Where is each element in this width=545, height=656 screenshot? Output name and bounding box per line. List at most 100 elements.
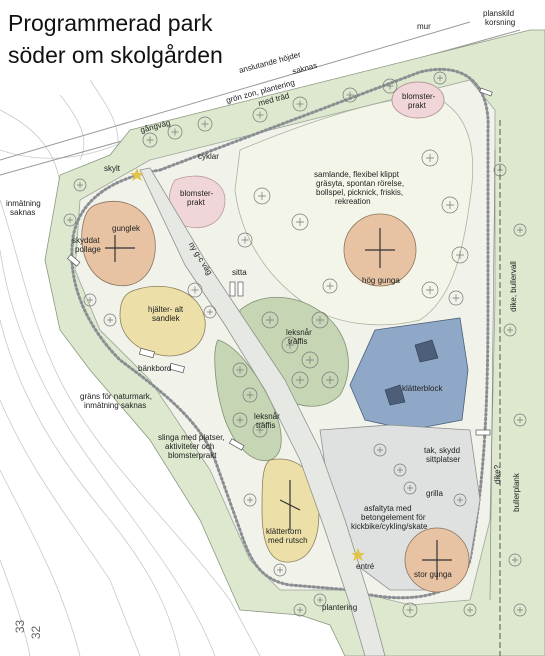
gunglek-area (81, 201, 156, 287)
star-icons (130, 168, 365, 561)
tree-cross-icon (296, 218, 304, 226)
label-blomster-top-1: blomster- (402, 92, 436, 101)
tree-cross-icon (191, 286, 199, 294)
tree-cross-icon (437, 75, 443, 81)
label-leksnar-2-1: leksnår (254, 412, 280, 421)
tree-cross-icon (258, 192, 266, 200)
tree-icon (83, 293, 97, 307)
tree-icon (321, 371, 339, 389)
page-title-line-1: Programmerad park (8, 10, 213, 36)
label-inmatning-2: saknas (10, 208, 36, 217)
tree-cross-icon (67, 217, 73, 223)
label-asfalt-3: kickbike/cykling/skate (351, 522, 428, 531)
label-tak-2: sittplatser (426, 455, 461, 464)
tree-icon (291, 371, 309, 389)
tree-icon (232, 412, 248, 428)
label-open-3: bollspel, picknick, friskis, (316, 188, 404, 197)
klatterblock-area (349, 317, 469, 431)
dike-line (489, 149, 496, 601)
tree-cross-icon (107, 317, 113, 323)
label-dike: dike? (493, 464, 503, 485)
tree-icon (503, 323, 517, 337)
tree-icon (342, 87, 358, 103)
label-cyklar: cyklar (198, 152, 219, 161)
flower-bed-top (391, 81, 445, 119)
tree-cross-icon (512, 557, 518, 563)
tree-icon (273, 563, 287, 577)
tree-cross-icon (346, 91, 354, 99)
tree-cross-icon (247, 497, 253, 503)
label-open-2: gräsyta, spontan rörelse, (316, 179, 405, 188)
tree-icon (373, 443, 387, 457)
tree-icon (421, 281, 439, 299)
label-plantering: plantering (322, 603, 358, 612)
label-grans-2: inmätning saknas (84, 401, 147, 410)
label-mur: mur (417, 22, 431, 31)
label-planskild-2: korsning (485, 18, 516, 27)
label-bullerplank: bullerplank (511, 473, 521, 512)
terrain-contours (0, 79, 261, 656)
tree-icon (252, 107, 268, 123)
tree-cross-icon (241, 236, 249, 244)
tree-cross-icon (171, 128, 179, 136)
tree-cross-icon (146, 136, 154, 144)
tree-cross-icon (201, 120, 209, 128)
tree-cross-icon (407, 485, 413, 491)
page-title-line-2: söder om skolgården (8, 42, 223, 68)
label-grans-1: gräns för naturmark, (80, 392, 153, 401)
tree-icon (402, 602, 418, 618)
tree-icon (253, 187, 271, 205)
label-hjaltar-2: sandlek (152, 314, 180, 323)
tree-icon (261, 311, 279, 329)
label-tak-1: tak, skydd (424, 446, 461, 455)
tree-cross-icon (286, 341, 294, 349)
tree-cross-icon (426, 286, 434, 294)
label-slinga-2: aktiviteter och (165, 442, 215, 451)
tree-icon (421, 149, 439, 167)
tree-cross-icon (256, 426, 264, 434)
label-dike-bullervall: dike, bullervall (508, 261, 518, 312)
tree-icon (252, 422, 268, 438)
tree-cross-icon (316, 316, 324, 324)
label-grilla: grilla (426, 489, 443, 498)
tree-icon (73, 178, 87, 192)
label-skyddat-2: pollage (75, 245, 101, 254)
tree-cross-icon (87, 297, 93, 303)
label-skyddat-1: skyddat (72, 236, 100, 245)
label-leksnar-1-2: träffis (288, 337, 308, 346)
tree-cross-icon (306, 356, 314, 364)
tree-icon (433, 71, 447, 85)
label-asfalt-1: asfaltyta med (364, 504, 412, 513)
label-asfalt-2: betongelement för (361, 513, 426, 522)
label-sitta: sitta (232, 268, 247, 277)
tree-icon (243, 493, 257, 507)
tree-cross-icon (507, 327, 513, 333)
tree-icon (301, 351, 319, 369)
tree-cross-icon (377, 447, 383, 453)
tree-icon (508, 553, 522, 567)
label-open-4: rekreation (335, 197, 371, 206)
tree-cross-icon (256, 111, 264, 119)
label-planskild-1: planskild (483, 9, 515, 18)
tree-icon (197, 116, 213, 132)
tree-cross-icon (426, 154, 434, 162)
label-klattertorn-2: med rutsch (268, 536, 308, 545)
label-bankbord: bänkbord (138, 364, 172, 373)
tree-cross-icon (317, 597, 323, 603)
label-leksnar-2-2: träffis (256, 421, 276, 430)
tree-icon (513, 223, 527, 237)
label-open-1: samlande, flexibel klippt (314, 170, 399, 179)
tree-cross-icon (457, 497, 463, 503)
dotted-loop-path (70, 67, 490, 600)
tree-cross-icon (236, 416, 244, 424)
tree-cross-icon (517, 417, 523, 423)
tree-cross-icon (326, 282, 334, 290)
tree-cross-icon (446, 201, 454, 209)
tree-icon (291, 213, 309, 231)
tree-cross-icon (326, 376, 334, 384)
bench-icons (66, 87, 493, 451)
tree-icon (382, 78, 398, 94)
tree-cross-icon (467, 607, 473, 613)
tree-icon (448, 290, 464, 306)
